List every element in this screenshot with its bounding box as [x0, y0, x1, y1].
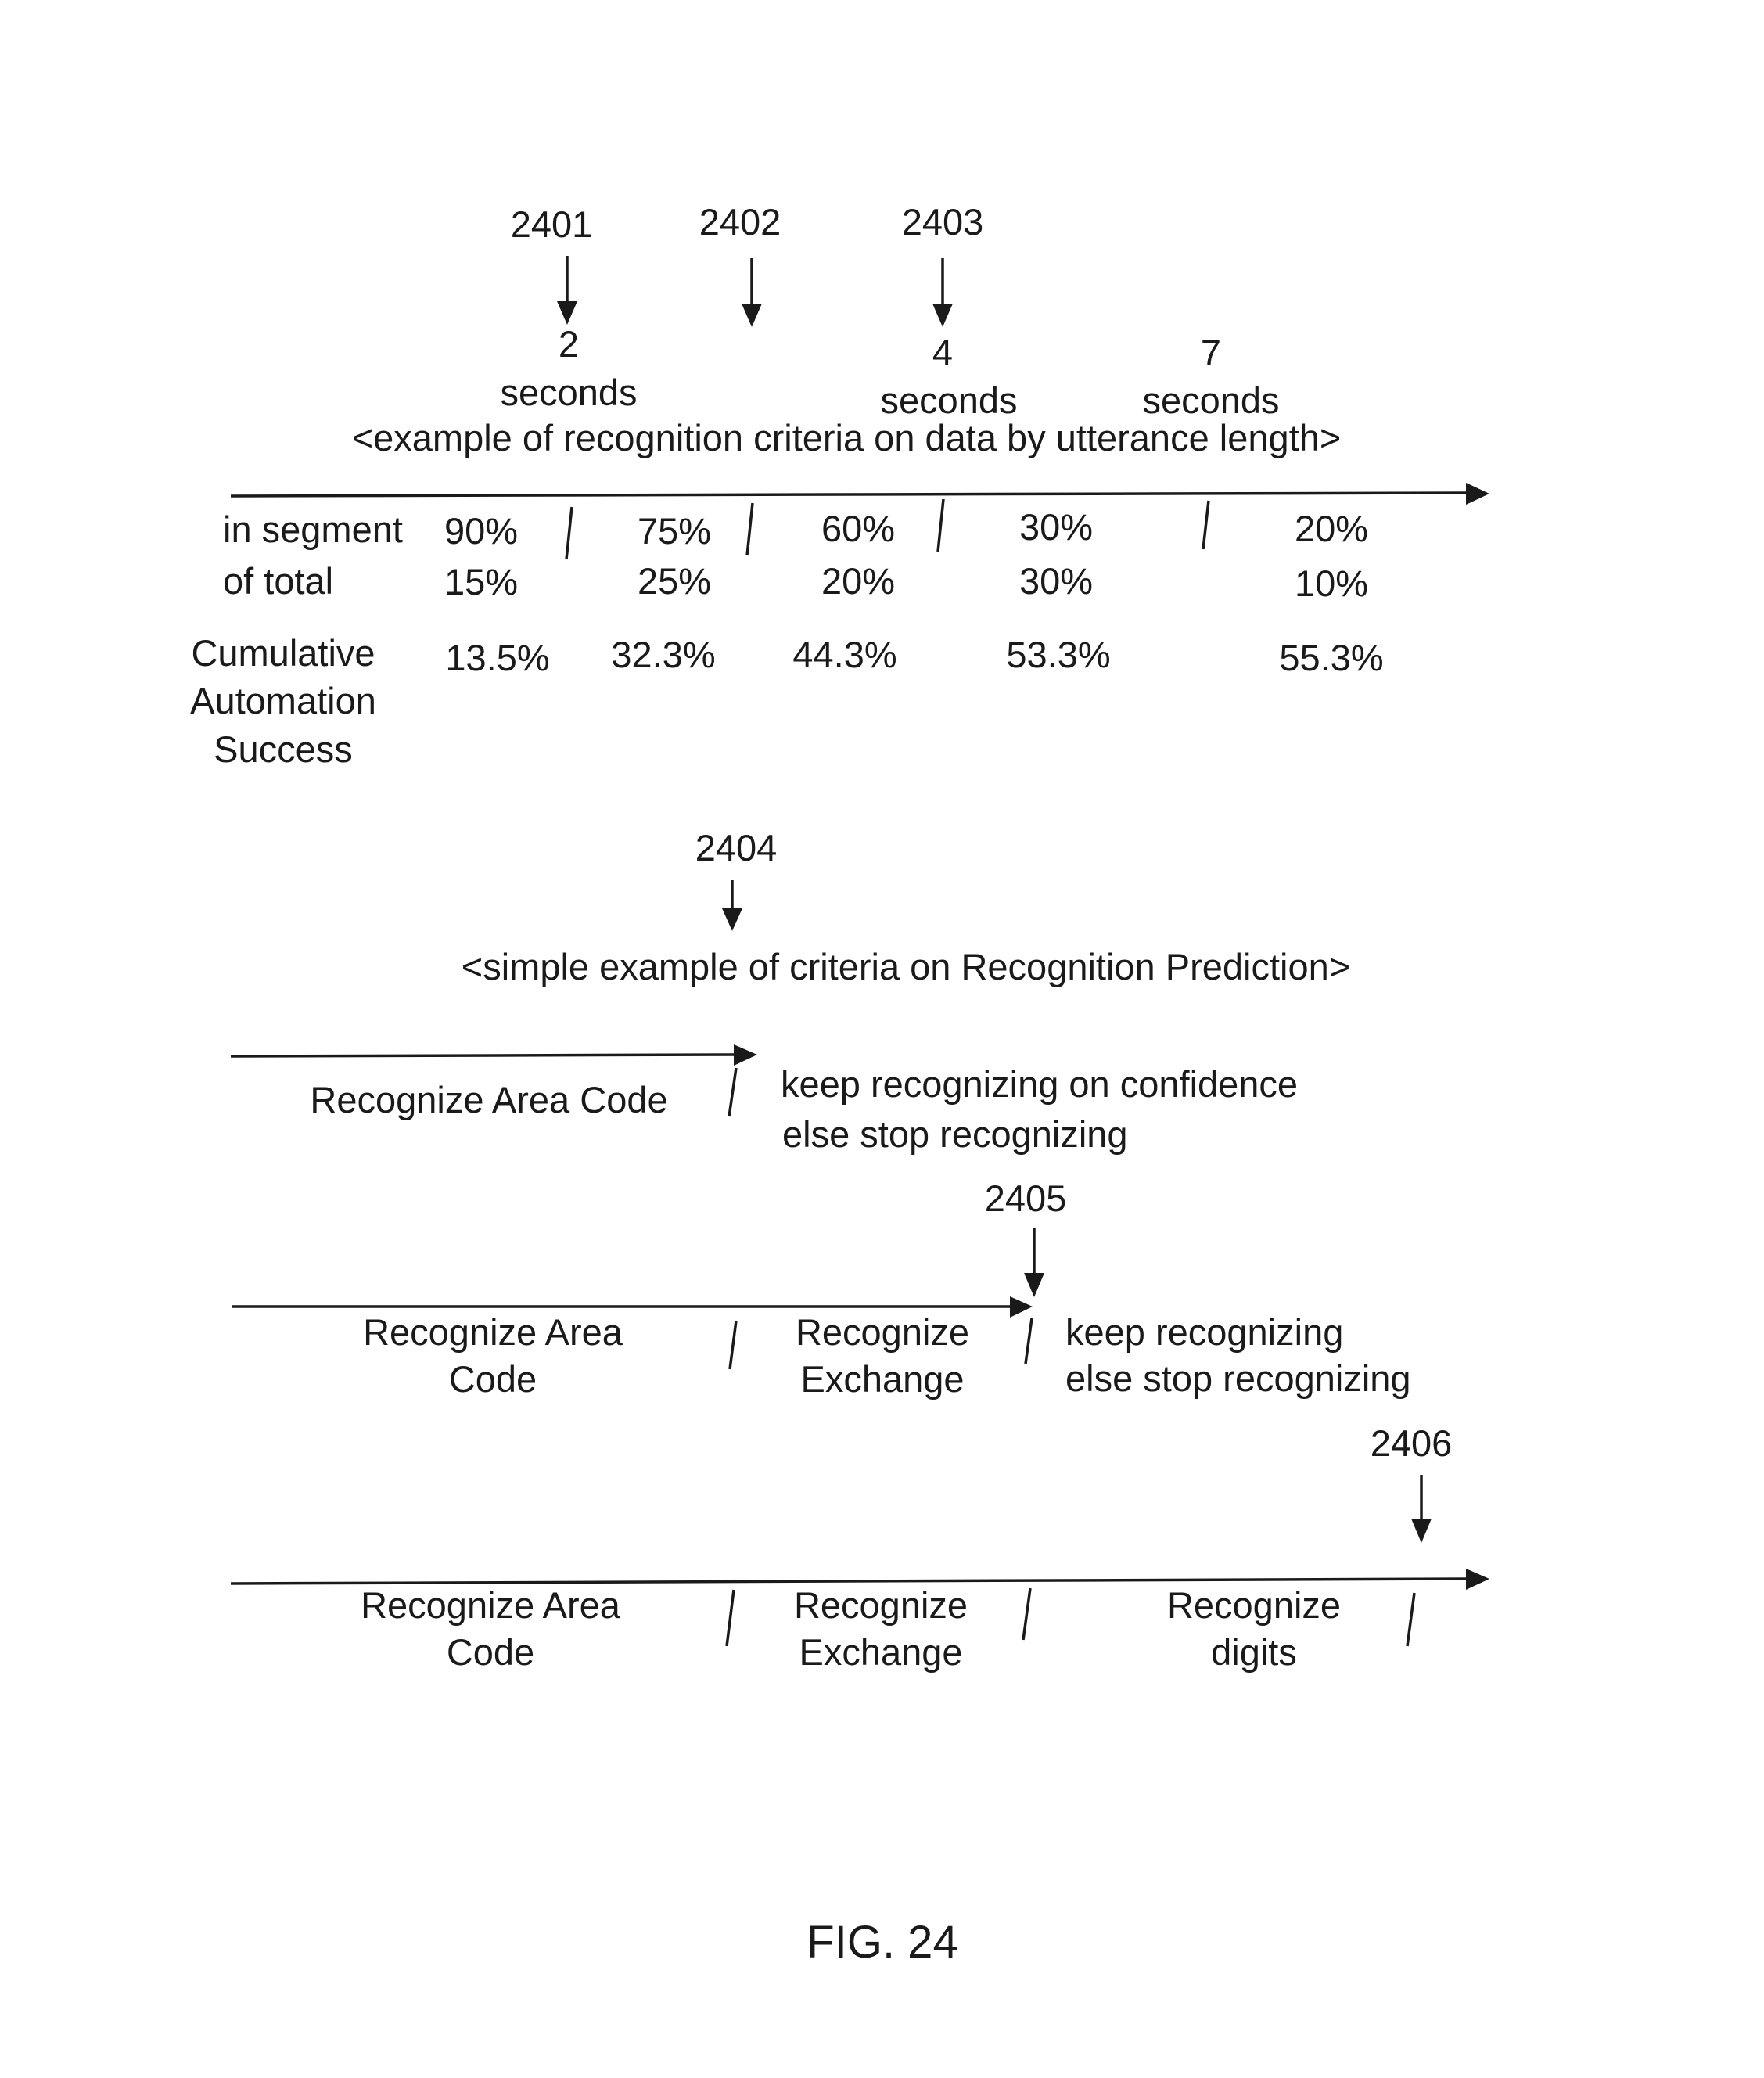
in-segment-value: 30%: [1019, 506, 1093, 548]
of-total-value: 10%: [1295, 563, 1368, 604]
ref-2406: 2406: [1371, 1422, 1453, 1464]
ref-2401-arrow: [557, 256, 577, 325]
line3-area-code-1: Recognize Area: [361, 1584, 621, 1626]
figure-label: FIG. 24: [807, 1917, 957, 1968]
in-segment-value: 75%: [638, 510, 711, 552]
line2-area-code-2: Code: [449, 1358, 537, 1400]
prediction-line-3-tick: [727, 1590, 734, 1646]
ref-2402-arrow: [742, 258, 762, 327]
prediction-line-3-tick: [1023, 1588, 1030, 1640]
prediction-line-1-axis: [231, 1044, 757, 1066]
in-segment-value: 20%: [1295, 508, 1368, 549]
ref-2404: 2404: [695, 827, 778, 868]
ref-2403: 2403: [902, 201, 984, 243]
time-4-num: 4: [932, 332, 953, 373]
line2-area-code-1: Recognize Area: [363, 1311, 623, 1353]
time-4-unit: seconds: [880, 379, 1017, 421]
line1-keep: keep recognizing on confidence: [781, 1063, 1298, 1105]
cumulative-value: 44.3%: [792, 634, 896, 675]
cumulative-value: 55.3%: [1279, 637, 1383, 678]
cumulative-value: 32.3%: [611, 634, 715, 675]
row-label-in-segment: in segment: [223, 509, 403, 550]
of-total-value: 20%: [821, 560, 895, 602]
ref-2403-arrow: [932, 258, 953, 327]
row-label-cumulative-2: Automation: [190, 680, 376, 721]
row-label-cumulative-3: Success: [214, 728, 353, 770]
cumulative-value: 13.5%: [445, 637, 549, 678]
prediction-line-2-tick: [1026, 1318, 1032, 1364]
ref-2401: 2401: [511, 203, 593, 245]
time-7-num: 7: [1201, 332, 1221, 373]
ref-2404-arrow: [722, 880, 742, 931]
line3-exchange-1: Recognize: [794, 1584, 968, 1626]
line3-digits-2: digits: [1211, 1631, 1297, 1673]
prediction-line-3-tick: [1407, 1593, 1414, 1646]
bottom-caption: <simple example of criteria on Recogniti…: [462, 946, 1350, 987]
in-segment-value: 60%: [821, 508, 895, 549]
row-label-cumulative-1: Cumulative: [191, 632, 375, 674]
line3-digits-1: Recognize: [1167, 1584, 1341, 1626]
prediction-line-1-tick: [729, 1068, 736, 1116]
ref-2406-arrow: [1411, 1475, 1432, 1543]
prediction-line-2-tick: [730, 1321, 736, 1369]
of-total-value: 15%: [444, 561, 518, 602]
line2-exchange-1: Recognize: [796, 1311, 969, 1353]
in-segment-value: 90%: [444, 510, 518, 552]
ref-2405: 2405: [985, 1177, 1067, 1219]
time-2-unit: seconds: [500, 372, 637, 413]
row-label-of-total: of total: [223, 560, 333, 602]
line3-area-code-2: Code: [447, 1631, 534, 1673]
line2-else: else stop recognizing: [1065, 1357, 1411, 1399]
line2-keep: keep recognizing: [1065, 1311, 1343, 1353]
top-timeline-axis: [231, 483, 1489, 505]
time-7-unit: seconds: [1142, 379, 1279, 421]
of-total-value: 25%: [638, 560, 711, 602]
line2-exchange-2: Exchange: [800, 1358, 964, 1400]
top-caption: <example of recognition criteria on data…: [352, 417, 1342, 458]
ref-2405-arrow: [1024, 1228, 1044, 1297]
of-total-value: 30%: [1019, 560, 1093, 602]
line1-area-code: Recognize Area Code: [310, 1079, 667, 1120]
line1-else: else stop recognizing: [782, 1113, 1128, 1155]
cumulative-value: 53.3%: [1006, 634, 1110, 675]
ref-2402: 2402: [699, 201, 781, 243]
line3-exchange-2: Exchange: [799, 1631, 962, 1673]
time-2-num: 2: [559, 323, 579, 365]
